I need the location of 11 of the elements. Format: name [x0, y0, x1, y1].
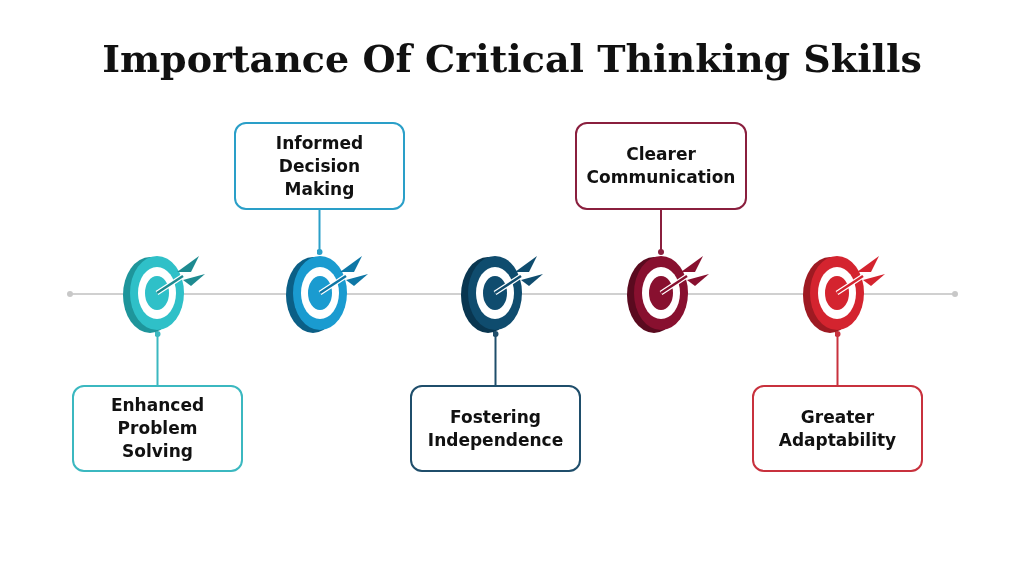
skill-box: Fostering Independence [410, 385, 581, 472]
skill-box: Enhanced Problem Solving [72, 385, 243, 472]
skill-box: Informed Decision Making [234, 122, 405, 210]
leader-line [154, 331, 161, 386]
skill-box: Clearer Communication [575, 122, 747, 210]
leader-line [658, 209, 664, 255]
leader-line [834, 331, 841, 386]
leader-line [316, 209, 323, 255]
title: Importance Of Critical Thinking Skills [101, 36, 923, 81]
skill-box: Greater Adaptability [752, 385, 923, 472]
leader-line [492, 331, 499, 386]
